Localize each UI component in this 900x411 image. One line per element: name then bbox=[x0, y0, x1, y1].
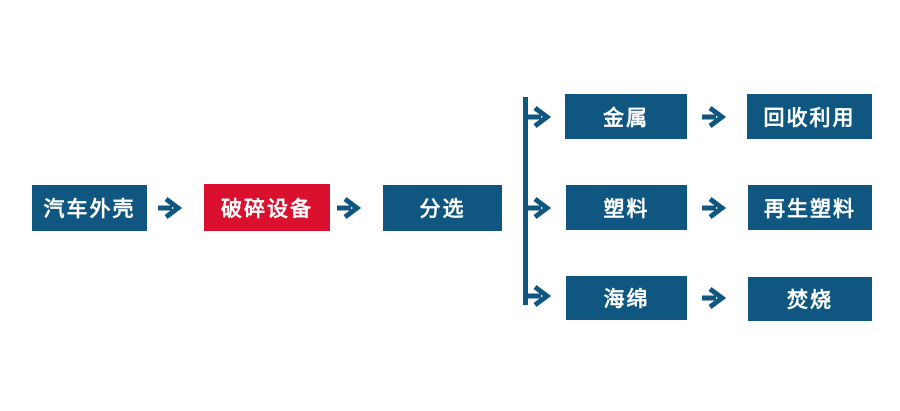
node-sponge: 海绵 bbox=[566, 276, 687, 320]
node-recycling: 回收利用 bbox=[747, 94, 872, 139]
node-car-shell-label: 汽车外壳 bbox=[43, 198, 136, 221]
node-crusher: 破碎设备 bbox=[204, 184, 330, 231]
node-incineration: 焚烧 bbox=[748, 277, 872, 321]
node-sorting-label: 分选 bbox=[419, 198, 466, 221]
node-sponge-label: 海绵 bbox=[603, 288, 650, 311]
node-plastic-label: 塑料 bbox=[603, 197, 650, 221]
arrow-right-icon bbox=[527, 285, 552, 307]
node-recycled-plastic: 再生塑料 bbox=[748, 185, 872, 230]
node-car-shell: 汽车外壳 bbox=[32, 185, 147, 231]
arrow-right-icon bbox=[702, 287, 727, 309]
arrow-right-icon bbox=[527, 197, 552, 219]
arrow-right-icon bbox=[702, 197, 727, 219]
node-metal-label: 金属 bbox=[603, 106, 649, 130]
node-sorting: 分选 bbox=[383, 185, 502, 231]
arrow-right-icon bbox=[527, 106, 552, 128]
branch-connector-line bbox=[523, 97, 528, 305]
node-recycling-label: 回收利用 bbox=[763, 106, 856, 130]
arrow-right-icon bbox=[158, 197, 183, 219]
node-recycled-plastic-label: 再生塑料 bbox=[764, 197, 856, 221]
node-plastic: 塑料 bbox=[566, 185, 687, 230]
arrow-right-icon bbox=[337, 197, 362, 219]
node-crusher-label: 破碎设备 bbox=[221, 197, 313, 221]
node-metal: 金属 bbox=[565, 94, 687, 139]
node-incineration-label: 焚烧 bbox=[787, 289, 833, 312]
arrow-right-icon bbox=[702, 106, 727, 128]
